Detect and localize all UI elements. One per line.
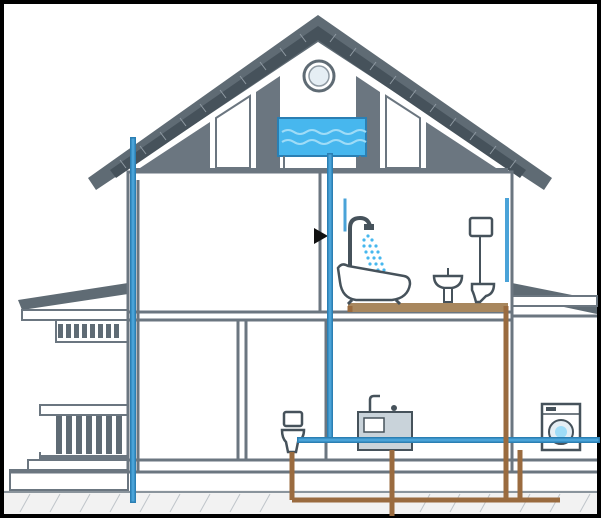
bathroom-floor [348, 303, 508, 312]
round-window-icon [304, 61, 334, 91]
washing-machine-icon [542, 404, 580, 450]
